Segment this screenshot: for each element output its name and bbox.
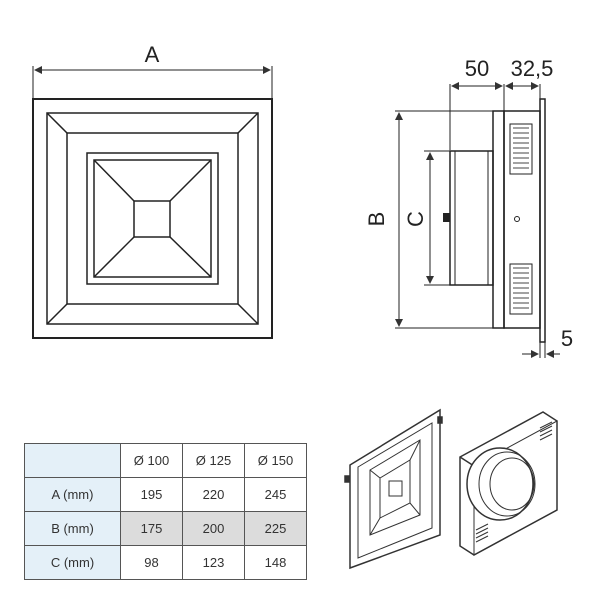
- column-header: Ø 125: [182, 443, 245, 478]
- row-header: A (mm): [24, 477, 121, 512]
- grille-bevel-rect: [66, 132, 239, 305]
- pyramid-base: [93, 159, 212, 278]
- dim-b-label: B: [364, 212, 389, 227]
- grille-outer-frame: [32, 98, 273, 339]
- dim-c-label: C: [403, 211, 428, 227]
- column-header: Ø 150: [244, 443, 307, 478]
- plenum-wall: [492, 110, 505, 329]
- spigot: [449, 150, 494, 286]
- spec-table: Ø 100 Ø 125 Ø 150 A (mm) 195 220 245 B (…: [24, 443, 307, 580]
- table-cell: 225: [244, 511, 307, 546]
- side-view: 50 32,5 B C: [364, 56, 573, 358]
- pyramid-outer: [86, 152, 219, 285]
- table-cell: 220: [182, 477, 245, 512]
- table-cell: 245: [244, 477, 307, 512]
- screw-hole: [514, 216, 520, 222]
- table-cell: 123: [182, 545, 245, 580]
- table-corner-cell: [24, 443, 121, 478]
- table-cell: 195: [120, 477, 183, 512]
- table-cell: 98: [120, 545, 183, 580]
- front-view: A: [32, 42, 273, 339]
- grille-inner-frame: [46, 112, 259, 325]
- column-header: Ø 100: [120, 443, 183, 478]
- table-cell: 200: [182, 511, 245, 546]
- table-header-row: Ø 100 Ø 125 Ø 150: [24, 443, 307, 478]
- table-row: B (mm) 175 200 225: [24, 511, 307, 546]
- table-row: A (mm) 195 220 245: [24, 477, 307, 512]
- dim-5-label: 5: [561, 326, 573, 351]
- row-header: B (mm): [24, 511, 121, 546]
- table-row: C (mm) 98 123 148: [24, 545, 307, 580]
- dim-32-label: 32,5: [511, 56, 554, 81]
- pyramid-top: [133, 200, 171, 238]
- flange: [539, 98, 546, 343]
- dim-a-label: A: [145, 42, 160, 67]
- dim-50-label: 50: [465, 56, 489, 81]
- row-header: C (mm): [24, 545, 121, 580]
- plenum-box: [503, 110, 541, 329]
- isometric-grille: [344, 408, 443, 570]
- isometric-plenum: [459, 411, 558, 556]
- table-cell: 148: [244, 545, 307, 580]
- table-cell: 175: [120, 511, 183, 546]
